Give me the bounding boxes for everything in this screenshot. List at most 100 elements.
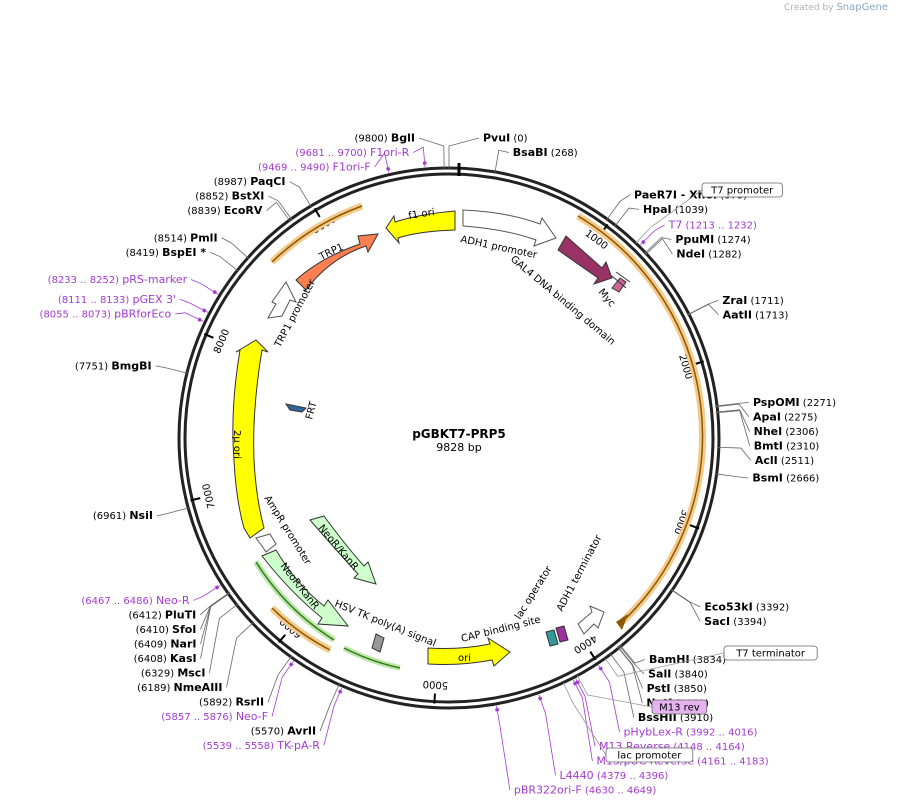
feature-trp1[interactable] — [295, 233, 379, 291]
boxed-label-m13-rev[interactable]: M13 rev — [659, 703, 700, 714]
enzyme-name-bstxi: BstXI — [232, 190, 265, 203]
primer-mark-pbrforeco — [197, 317, 202, 322]
enzyme-label-pluti[interactable]: (6412) PluTI — [128, 608, 196, 621]
enzyme-label-rsrii[interactable]: (5892) RsrII — [199, 695, 264, 708]
enzyme-position-pluti: (6412) — [128, 610, 164, 621]
enzyme-label-acli[interactable]: AclI (2511) — [755, 454, 814, 467]
myc-tick-2 — [611, 275, 627, 289]
primer-label-l4440[interactable]: L4440 (4379 .. 4396) — [560, 769, 669, 782]
feature-hsv-tk-polya[interactable] — [371, 633, 385, 653]
boxed-line-lac-promoter — [562, 682, 607, 756]
enzyme-name-bsabi: BsaBI — [513, 146, 548, 159]
enzyme-name-avrii: AvrII — [287, 724, 316, 737]
primer-label-t7[interactable]: T7 (1213 .. 1232) — [668, 218, 757, 231]
feature-frt[interactable] — [284, 403, 308, 413]
enzyme-label-aatii[interactable]: AatII (1713) — [723, 308, 789, 321]
enzyme-label-bsabi[interactable]: BsaBI (268) — [513, 146, 578, 159]
enzyme-name-msci: MscI — [177, 666, 205, 679]
primer-position-m13-puc-reverse: (4161 .. 4183) — [694, 757, 769, 768]
enzyme-label-bmti[interactable]: BmtI (2310) — [754, 439, 820, 452]
enzyme-label-saci[interactable]: SacI (3394) — [704, 615, 766, 628]
primer-label-tk-pa-r[interactable]: (5539 .. 5558) TK-pA-R — [203, 739, 321, 752]
credit-prefix: Created by — [784, 3, 834, 13]
enzyme-label-bmgbi[interactable]: (7751) BmgBI — [75, 359, 152, 372]
boxed-label-t7-promoter[interactable]: T7 promoter — [710, 186, 774, 197]
enzyme-label-hpai[interactable]: HpaI (1039) — [643, 203, 708, 216]
boxed-line-m13-rev — [576, 675, 653, 708]
boxed-label-t7-terminator[interactable]: T7 terminator — [735, 649, 806, 660]
enzyme-name-saci: SacI — [704, 615, 730, 628]
enzyme-name-sali: SalI — [648, 668, 671, 681]
enzyme-label-sali[interactable]: SalI (3840) — [648, 668, 708, 681]
enzyme-line-nhei — [715, 409, 751, 432]
primer-label-pbr322ori-f[interactable]: pBR322ori-F (4630 .. 4649) — [514, 784, 656, 797]
primer-line-pbrforeco — [175, 312, 204, 322]
label-lac-operator: lac operator — [513, 564, 555, 622]
enzyme-line-rsrii — [267, 655, 293, 703]
enzyme-label-bstxi[interactable]: (8852) BstXI — [195, 190, 264, 203]
primer-name-prs-marker: pRS-marker — [122, 273, 187, 286]
enzyme-label-nmeaiii[interactable]: (6189) NmeAIII — [137, 681, 222, 694]
feature-gal4-dbd[interactable] — [557, 235, 613, 285]
primer-label-prs-marker[interactable]: (8233 .. 8252) pRS-marker — [48, 273, 188, 286]
primer-label-neo-r[interactable]: (6467 .. 6486) Neo-R — [81, 594, 190, 607]
feature-ori[interactable] — [427, 636, 511, 667]
enzyme-label-ecorv[interactable]: (8839) EcoRV — [187, 204, 262, 217]
enzyme-position-rsrii: (5892) — [199, 697, 235, 708]
feature-ampr-promoter[interactable] — [255, 533, 277, 553]
feature-myc[interactable] — [611, 277, 627, 293]
tick-6000 — [278, 634, 286, 644]
enzyme-position-eco53ki: (3392) — [753, 602, 790, 613]
primer-name-f1ori-f: F1ori-F — [333, 161, 371, 174]
primer-label-pgex-3[interactable]: (8111 .. 8133) pGEX 3' — [58, 293, 176, 306]
enzyme-label-zrai[interactable]: ZraI (1711) — [722, 294, 783, 307]
feature-lac-operator[interactable] — [555, 625, 569, 643]
enzyme-label-ndei[interactable]: NdeI (1282) — [676, 247, 741, 260]
enzyme-position-apai: (2275) — [781, 412, 818, 423]
enzyme-name-paer7i: PaeR7I — [634, 188, 677, 201]
primer-label-pbrforeco[interactable]: (8055 .. 8073) pBRforEco — [40, 307, 172, 320]
enzyme-label-bsmi[interactable]: BsmI (2666) — [752, 471, 819, 484]
enzyme-label-nhei[interactable]: NheI (2306) — [754, 425, 819, 438]
feature-neor-kanr-1[interactable] — [309, 515, 377, 585]
primer-name-neo-r: Neo-R — [156, 594, 190, 607]
enzyme-line-saci — [670, 588, 701, 622]
primer-mark-l4440 — [538, 696, 543, 701]
enzyme-label-kasi[interactable]: (6408) KasI — [134, 652, 197, 665]
primer-position-pgex-3: (8111 .. 8133) — [58, 295, 133, 306]
enzyme-label-bspei[interactable]: (8419) BspEI * — [126, 246, 207, 259]
enzyme-label-ppumi[interactable]: PpuMI (1274) — [675, 233, 750, 246]
enzyme-label-sfoi[interactable]: (6410) SfoI — [136, 623, 197, 636]
enzyme-label-pspomi[interactable]: PspOMI (2271) — [753, 396, 836, 409]
boxed-label-lac-promoter[interactable]: lac promoter — [617, 751, 682, 762]
feature-neor-kanr-2[interactable] — [261, 549, 350, 627]
enzyme-label-avrii[interactable]: (5570) AvrII — [251, 724, 316, 737]
enzyme-label-pvui[interactable]: PvuI (0) — [483, 132, 528, 145]
primer-line-neo-r — [193, 584, 221, 601]
primer-line-m13-reverse — [575, 678, 596, 747]
enzyme-label-eco53ki[interactable]: Eco53kI (3392) — [704, 600, 789, 613]
enzyme-label-paqci[interactable]: (8987) PaqCI — [214, 175, 286, 188]
feature-cap-binding-site[interactable] — [545, 629, 559, 647]
tick-8000 — [203, 332, 214, 339]
primer-label-f1ori-f[interactable]: (9469 .. 9490) F1ori-F — [258, 161, 371, 174]
feature-adh1-promoter[interactable] — [462, 209, 557, 247]
enzyme-label-nsii[interactable]: (6961) NsiI — [93, 509, 153, 522]
enzyme-label-psti[interactable]: PstI (3850) — [647, 682, 707, 695]
enzyme-label-pmli[interactable]: (8514) PmlI — [154, 231, 218, 244]
feature-adh1-terminator[interactable] — [577, 605, 605, 635]
enzyme-label-nari[interactable]: (6409) NarI — [134, 637, 197, 650]
primer-position-m13-reverse: (4148 .. 4164) — [670, 742, 745, 753]
primer-position-f1ori-f: (9469 .. 9490) — [258, 163, 333, 174]
enzyme-label-bgli[interactable]: (9800) BglI — [354, 132, 415, 145]
feature-2u-ori[interactable] — [232, 339, 269, 539]
green-arc-b — [342, 645, 401, 671]
feature-trp1-promoter[interactable] — [267, 281, 297, 319]
primer-label-f1ori-r[interactable]: (9681 .. 9700) F1ori-R — [295, 146, 409, 159]
feature-f1-ori[interactable] — [385, 210, 456, 245]
primer-label-phyblex-r[interactable]: pHybLex-R (3992 .. 4016) — [623, 726, 757, 739]
enzyme-label-msci[interactable]: (6329) MscI — [141, 666, 206, 679]
enzyme-label-apai[interactable]: ApaI (2275) — [753, 410, 817, 423]
primer-label-neo-f[interactable]: (5857 .. 5876) Neo-F — [161, 710, 268, 723]
primer-position-phyblex-r: (3992 .. 4016) — [683, 728, 758, 739]
